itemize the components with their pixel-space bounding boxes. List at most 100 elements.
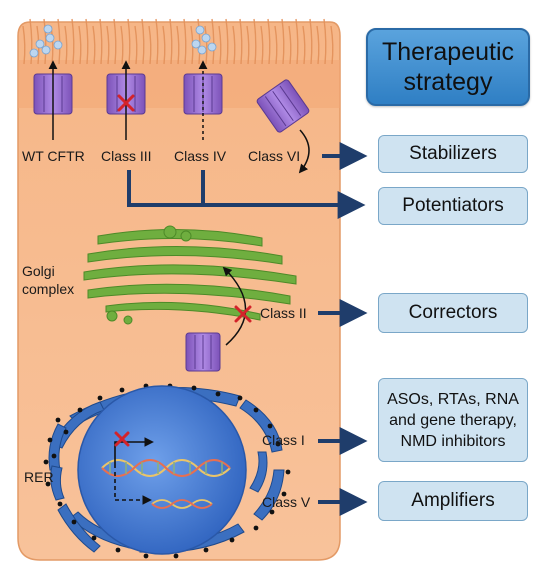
ribosome (51, 453, 57, 459)
potentiator-bracket (127, 170, 366, 219)
class1-block-mark (114, 431, 130, 447)
dna-helix (101, 459, 231, 477)
microvillus (330, 25, 334, 65)
microvillus (239, 18, 243, 65)
microvillus (260, 25, 264, 65)
microvillus (309, 18, 313, 65)
microvillus (134, 25, 138, 65)
class2-trafficking-arrow (222, 266, 247, 346)
nucleus (77, 385, 247, 555)
ribosome (115, 547, 121, 553)
microvillus (176, 25, 180, 65)
microvillus (71, 18, 75, 65)
ribosome (215, 391, 221, 397)
channel-class2 (185, 332, 221, 372)
ribosome (203, 547, 209, 553)
microvillus (64, 25, 68, 65)
microvillus (155, 18, 159, 65)
ribosome (253, 525, 259, 531)
ribosome (97, 395, 103, 401)
ribosomes (43, 383, 291, 559)
microvillus (169, 18, 173, 65)
label-wt-cftr: WT CFTR (22, 148, 85, 164)
microvillus (281, 18, 285, 65)
ribosome (191, 385, 197, 391)
ribosome (229, 537, 235, 543)
label-class5: Class V (262, 494, 311, 510)
strategy-class1-therapy-label: ASOs, RTAs, RNA and gene therapy, NMD in… (387, 390, 519, 450)
microvillus (316, 25, 320, 65)
microvillus (43, 18, 47, 65)
microvillus (183, 18, 187, 65)
microvillus (141, 18, 145, 65)
strategy-correctors-label: Correctors (408, 302, 498, 323)
microvillus (225, 18, 229, 65)
therapeutic-strategy-title: Therapeutic strategy (366, 28, 530, 106)
ribosome (267, 423, 273, 429)
ribosome (57, 501, 63, 507)
ribosome (43, 459, 49, 465)
microvillus (106, 25, 110, 65)
strategy-amplifiers-label: Amplifiers (411, 490, 495, 511)
label-class6: Class VI (248, 148, 301, 164)
microvillus (246, 25, 250, 65)
strategy-correctors: Correctors (378, 293, 528, 333)
ribosome (237, 395, 243, 401)
ribosome (285, 469, 291, 475)
ribosome (143, 553, 149, 559)
ribosome (119, 387, 125, 393)
ribosome (91, 535, 97, 541)
microvillus (288, 25, 292, 65)
microvillus (253, 18, 257, 65)
microvillus (22, 25, 26, 65)
microvillus (99, 18, 103, 65)
channel-class6 (256, 79, 310, 133)
microvillus (148, 25, 152, 65)
class3-block-mark (117, 94, 135, 112)
label-rer: RER (24, 469, 54, 485)
microvillus (29, 18, 33, 65)
ribosome (275, 441, 281, 447)
label-golgi-complex: Golgi complex (22, 263, 75, 297)
mrna-helix (151, 499, 213, 509)
label-class1: Class I (262, 432, 305, 448)
strategy-amplifiers: Amplifiers (378, 481, 528, 521)
class2-block-mark (234, 305, 252, 323)
ribosome (281, 491, 287, 497)
ribosome (63, 429, 69, 435)
microvillus (113, 18, 117, 65)
microvillus (295, 18, 299, 65)
ribosome (173, 553, 179, 559)
ribosome (77, 407, 83, 413)
microvillus (162, 25, 166, 65)
ribosome (47, 437, 53, 443)
microvillus (78, 25, 82, 65)
ion-cluster-wt (29, 24, 63, 58)
ribosome (55, 417, 61, 423)
strategy-potentiators-label: Potentiators (402, 195, 504, 216)
class6-internalization-arrow (298, 129, 310, 174)
microvillus (211, 18, 215, 65)
ribosome (45, 481, 51, 487)
transcription-arrow-class1 (114, 437, 154, 468)
microvillus (218, 25, 222, 65)
microvillus (323, 18, 327, 65)
ion-cluster-class4 (191, 25, 217, 55)
strategy-stabilizers: Stabilizers (378, 135, 528, 173)
transcription-arrow-class5 (114, 472, 152, 505)
label-class3: Class III (101, 148, 152, 164)
strategy-potentiators: Potentiators (378, 187, 528, 225)
ribosome (71, 519, 77, 525)
label-class2: Class II (260, 305, 307, 321)
ribosome (253, 407, 259, 413)
label-class4: Class IV (174, 148, 227, 164)
strategy-class1-therapy: ASOs, RTAs, RNA and gene therapy, NMD in… (378, 378, 528, 462)
microvillus (232, 25, 236, 65)
microvillus (85, 18, 89, 65)
strategy-stabilizers-label: Stabilizers (409, 143, 497, 164)
microvillus (302, 25, 306, 65)
microvillus (274, 25, 278, 65)
ribosome (269, 509, 275, 515)
